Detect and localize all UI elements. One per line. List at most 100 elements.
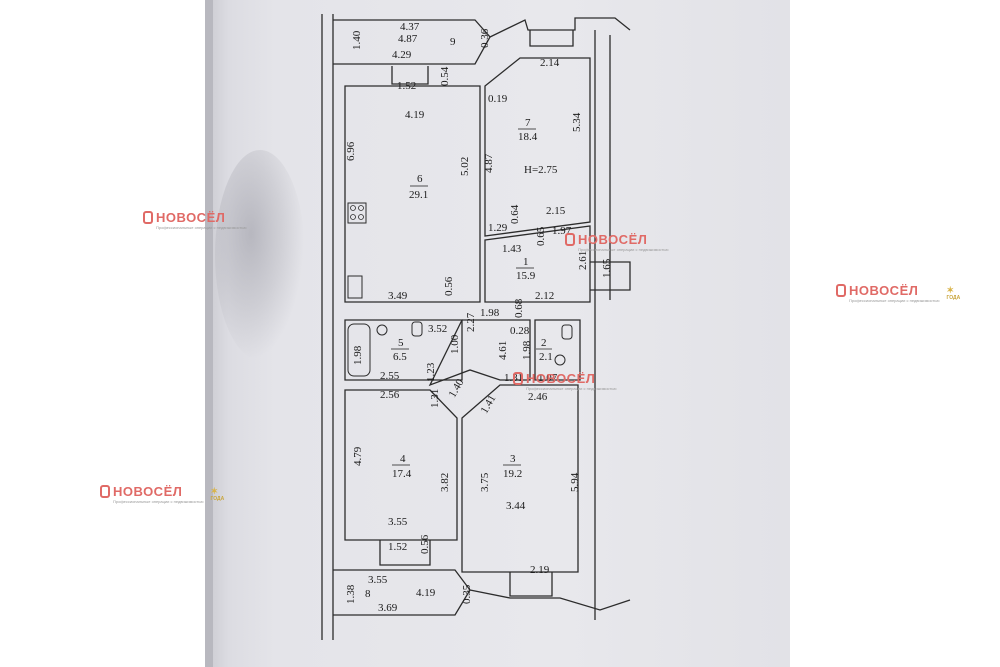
dim-label: 4.29	[392, 49, 412, 61]
watermark-left-bottom: НОВОСЁЛ Профессиональные операции с недв…	[100, 485, 224, 504]
brand-logo-icon	[143, 211, 153, 224]
room-2-area: 2.1	[539, 351, 553, 363]
dim-label: 4.79	[352, 446, 364, 466]
sink-icon	[347, 275, 363, 299]
watermark-brand: НОВОСЁЛ	[156, 210, 226, 225]
dim-label: 2.61	[577, 251, 589, 270]
room-1-number: 1	[523, 256, 529, 268]
dim-label: 0.68	[513, 298, 525, 318]
dim-label: 1.98	[521, 340, 533, 360]
dim-label: 2.55	[380, 370, 400, 382]
star-icon: ✶	[946, 285, 955, 295]
room-1-outline	[484, 225, 591, 303]
dim-label: 3.75	[479, 472, 491, 492]
dim-label: 3.44	[506, 500, 526, 512]
dim-label: 0.65	[535, 226, 547, 246]
room-6-number: 6	[417, 173, 423, 185]
room-4-outline	[344, 389, 458, 541]
dim-label: 1.23	[425, 362, 437, 382]
room-labels: 6 29.1 7 18.4 H=2.75 1 15.9 5 6.5 2 2.1 …	[365, 117, 558, 600]
dim-label: 2.27	[465, 312, 477, 332]
dim-label: 1.40	[351, 30, 363, 50]
ceiling-height: H=2.75	[524, 164, 558, 176]
top-right-outline	[489, 17, 631, 38]
dim-label: 4.37	[400, 21, 420, 33]
top-door	[391, 66, 429, 85]
dim-label: 1.07	[538, 372, 558, 384]
room-3-number: 3	[510, 453, 516, 465]
dim-label: 2.46	[528, 391, 548, 403]
dim-label: 4.61	[497, 341, 509, 360]
dim-label: 0.35	[461, 584, 473, 604]
dim-label: 1.43	[502, 243, 522, 255]
dim-label: 1.98	[480, 307, 500, 319]
dim-label: 1.31	[429, 389, 441, 408]
watermark-subtitle: Профессиональные операции с недвижимость…	[526, 386, 617, 391]
dim-label: 0.19	[488, 93, 508, 105]
watermark-brand: НОВОСЁЛ	[113, 484, 183, 499]
washbasin-icon	[376, 324, 388, 336]
dim-label: 4.19	[416, 587, 436, 599]
dim-label: 2.12	[535, 290, 554, 302]
dimension-labels: 4.37 4.87 4.29 1.40 0.36 9 1.52 0.54 2.1…	[345, 21, 613, 614]
room-2-number: 2	[541, 337, 547, 349]
room-2-outline	[534, 319, 581, 381]
room-4-number: 4	[400, 453, 406, 465]
right-outer-wall	[594, 30, 611, 620]
dim-label: 4.87	[398, 33, 418, 45]
brand-logo-icon	[513, 372, 523, 385]
dim-label: 2.15	[546, 205, 566, 217]
bottom-window	[509, 572, 553, 597]
dim-label: 2.19	[530, 564, 550, 576]
dim-label: 1.29	[488, 222, 508, 234]
dim-label: 3.55	[388, 516, 408, 528]
stove-icon	[347, 202, 367, 224]
dim-label: 5.34	[571, 112, 583, 132]
star-icon: ✶	[210, 486, 219, 496]
room-5-number: 5	[398, 337, 404, 349]
photo-background	[205, 0, 790, 667]
dim-label: 3.49	[388, 290, 408, 302]
hall-niche	[590, 261, 631, 291]
dim-label: 3.82	[439, 473, 451, 492]
dim-label: 3.69	[378, 602, 398, 614]
room-1-area: 15.9	[516, 270, 536, 282]
room-5-outline	[344, 319, 463, 381]
brand-logo-icon	[836, 284, 846, 297]
bottom-door	[379, 540, 431, 566]
dim-label: 0.36	[479, 28, 491, 48]
dim-label: 0.64	[509, 204, 521, 224]
watermark-plan-center: НОВОСЁЛ Профессиональные операции с недв…	[513, 372, 616, 391]
dim-label: 4.87	[483, 153, 495, 173]
brand-logo-icon	[100, 485, 110, 498]
room-7-area: 18.4	[518, 131, 538, 143]
dim-label: 0.56	[443, 276, 455, 296]
watermark-subtitle: Профессиональные операции с недвижимость…	[849, 298, 940, 303]
watermark-center: НОВОСЁЛ Профессиональные операции с недв…	[565, 233, 668, 252]
bottom-right-outline	[469, 589, 631, 611]
dim-label: 0.56	[419, 534, 431, 554]
watermark-subtitle: Профессиональные операции с недвижимость…	[113, 499, 204, 504]
watermark-brand: НОВОСЁЛ	[526, 371, 596, 386]
room-3-area: 19.2	[503, 468, 522, 480]
dim-label: 3.52	[428, 323, 447, 335]
dim-label: 1.52	[397, 80, 416, 92]
dim-label: 4.19	[405, 109, 425, 121]
corridor-outline	[428, 319, 531, 387]
room-6-area: 29.1	[409, 189, 428, 201]
dim-label: 9	[450, 36, 456, 48]
wc-basin-icon	[554, 354, 566, 366]
brand-logo-icon	[565, 233, 575, 246]
dim-label: 3.55	[368, 574, 388, 586]
room-7-outline	[484, 57, 591, 237]
dim-label: 6.96	[345, 141, 357, 161]
room-4-area: 17.4	[392, 468, 412, 480]
top-window	[529, 30, 574, 47]
room-8-number: 8	[365, 588, 371, 600]
dim-label: 1.38	[345, 584, 357, 604]
dim-label: 2.14	[540, 57, 560, 69]
watermark-brand: НОВОСЁЛ	[578, 232, 648, 247]
paper-edge	[205, 0, 213, 667]
dim-label: 1.98	[352, 345, 364, 365]
